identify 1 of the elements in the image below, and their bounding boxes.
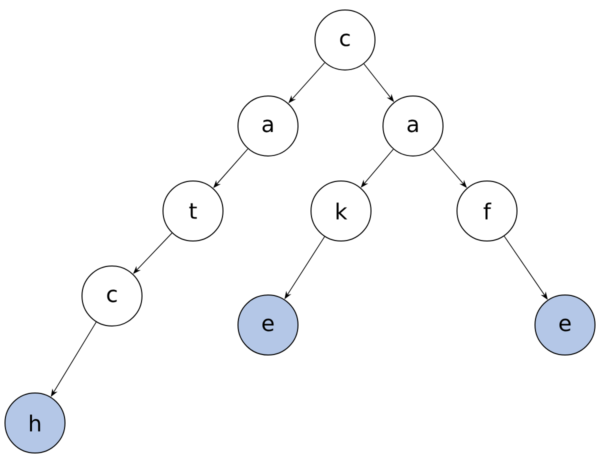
arrow bbox=[432, 148, 467, 188]
